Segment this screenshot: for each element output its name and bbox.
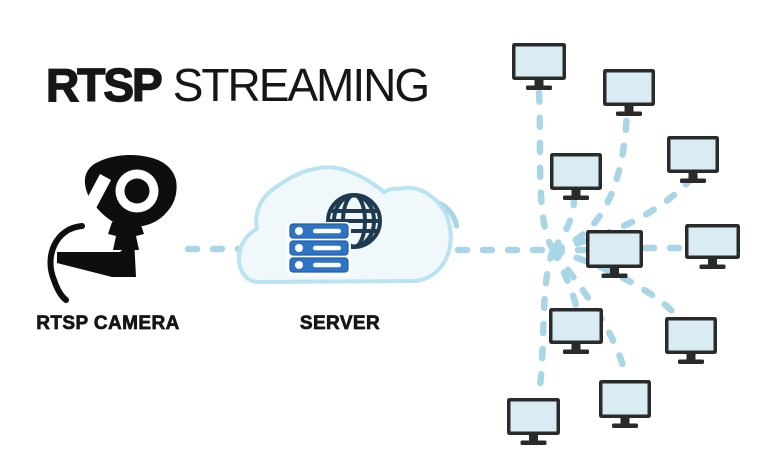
title-emphasis: RTSP (45, 59, 163, 111)
globe-icon (326, 193, 382, 249)
server-rack-icon (287, 222, 351, 276)
camera-body-highlight (83, 174, 111, 214)
connection-fanout-to-m9 (535, 246, 557, 398)
monitor-icon-m2 (603, 69, 655, 116)
monitor-icon-m10 (599, 380, 651, 428)
server-cloud-group (236, 165, 460, 284)
cctv-camera-icon (47, 154, 177, 303)
title-rest: STREAMING (172, 59, 430, 111)
camera-mount-base (57, 238, 136, 277)
monitor-icon-m8 (665, 317, 717, 364)
monitor-icon-m5 (586, 230, 643, 278)
camera-lens-pupil (124, 178, 150, 204)
connection-fanout-to-m8 (549, 246, 677, 316)
client-monitors (507, 43, 740, 445)
monitor-icon-m4 (550, 153, 602, 200)
camera-mount-arm (47, 223, 85, 303)
monitor-icon-m3 (667, 136, 719, 183)
server-label: SERVER (299, 313, 381, 335)
monitor-icon-m7 (549, 308, 603, 354)
monitor-icon-m1 (512, 43, 566, 90)
connection-fanout-to-m3 (549, 176, 694, 254)
camera-label: RTSP CAMERA (36, 313, 180, 335)
connection-fanout-to-m4 (549, 195, 578, 254)
monitor-icon-m9 (507, 398, 560, 445)
camera-neck (108, 222, 144, 250)
monitor-icon-m6 (685, 224, 740, 269)
